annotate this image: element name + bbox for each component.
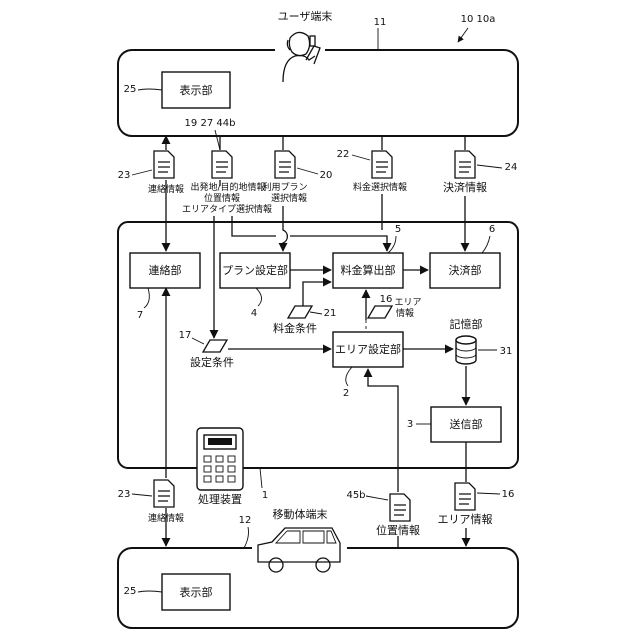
fee-conditions-ref: 21 xyxy=(324,308,337,319)
vehicle-terminal-ref: 12 xyxy=(239,515,252,526)
user-display-label: 表示部 xyxy=(180,83,213,97)
user-terminal-title: ユーザ端末 xyxy=(278,9,333,23)
doc-payment-ref: 24 xyxy=(505,162,518,173)
user-person-icon xyxy=(275,30,325,82)
doc-dest-line1: 出発地/目的地情報 xyxy=(190,181,265,193)
fee-unit-ref: 5 xyxy=(395,224,401,235)
send-unit-ref: 3 xyxy=(407,419,413,430)
vehicle-terminal-title: 移動体端末 xyxy=(273,507,328,521)
doc-contact-bottom-ref: 23 xyxy=(118,489,131,500)
doc-icon-contact-top xyxy=(154,151,174,178)
fee-unit-label: 料金算出部 xyxy=(341,263,396,277)
area-unit-ref: 2 xyxy=(343,388,349,399)
doc-area-info-ref: 16 xyxy=(502,489,515,500)
contact-unit-ref: 7 xyxy=(137,310,143,321)
contact-unit-label: 連絡部 xyxy=(149,263,182,277)
doc-plan-select-ref: 20 xyxy=(320,170,333,181)
storage-cylinder xyxy=(456,336,476,364)
doc-fee-select-ref: 22 xyxy=(337,149,350,160)
doc-payment-label: 決済情報 xyxy=(443,180,487,194)
doc-icon-area-info xyxy=(455,483,475,510)
processing-device-label: 処理装置 xyxy=(198,493,242,506)
doc-dest-ref: 19 27 44b xyxy=(185,118,236,129)
doc-area-info-label: エリア情報 xyxy=(438,513,493,526)
system-ref: 10 10a xyxy=(461,14,496,25)
doc-plan-select-line1: 利用プラン xyxy=(262,181,307,193)
area-param-line1: エリア xyxy=(394,298,421,308)
plan-unit-ref: 4 xyxy=(251,308,257,319)
area-param-line2: 情報 xyxy=(396,307,414,319)
doc-position-label: 位置情報 xyxy=(376,523,420,537)
settings-label: 設定条件 xyxy=(190,355,234,369)
storage-label: 記憶部 xyxy=(450,317,483,331)
vehicle-display-ref: 25 xyxy=(124,586,137,597)
doc-icon-fee-select xyxy=(372,151,392,178)
doc-icon-payment xyxy=(455,151,475,178)
doc-icon-contact-bottom xyxy=(154,480,174,507)
doc-contact-top-ref: 23 xyxy=(118,170,131,181)
send-unit-label: 送信部 xyxy=(450,417,483,431)
settle-unit-label: 決済部 xyxy=(449,263,482,277)
doc-dest-line2: 位置情報 xyxy=(204,192,240,204)
car-icon xyxy=(252,526,347,576)
area-param-ref: 16 xyxy=(380,294,393,305)
doc-icon-plan-select xyxy=(275,151,295,178)
settings-ref: 17 xyxy=(179,330,192,341)
settle-unit-ref: 6 xyxy=(489,224,495,235)
fee-conditions-label: 料金条件 xyxy=(273,321,317,335)
vehicle-display-label: 表示部 xyxy=(180,585,213,599)
doc-position-ref: 45b xyxy=(346,490,365,501)
area-unit-label: エリア設定部 xyxy=(335,342,401,356)
doc-fee-select-label: 料金選択情報 xyxy=(353,181,407,193)
plan-unit-label: プラン設定部 xyxy=(222,263,288,277)
user-display-ref: 25 xyxy=(124,84,137,95)
doc-icon-dest xyxy=(212,151,232,178)
calculator-icon xyxy=(197,428,243,490)
doc-dest-line3: エリアタイプ選択情報 xyxy=(182,203,272,215)
storage-ref: 31 xyxy=(500,346,513,357)
processing-device-ref: 1 xyxy=(262,490,268,501)
user-terminal-ref: 11 xyxy=(374,17,387,28)
doc-icon-position xyxy=(390,494,410,521)
doc-plan-select-line2: 選択情報 xyxy=(271,192,307,204)
